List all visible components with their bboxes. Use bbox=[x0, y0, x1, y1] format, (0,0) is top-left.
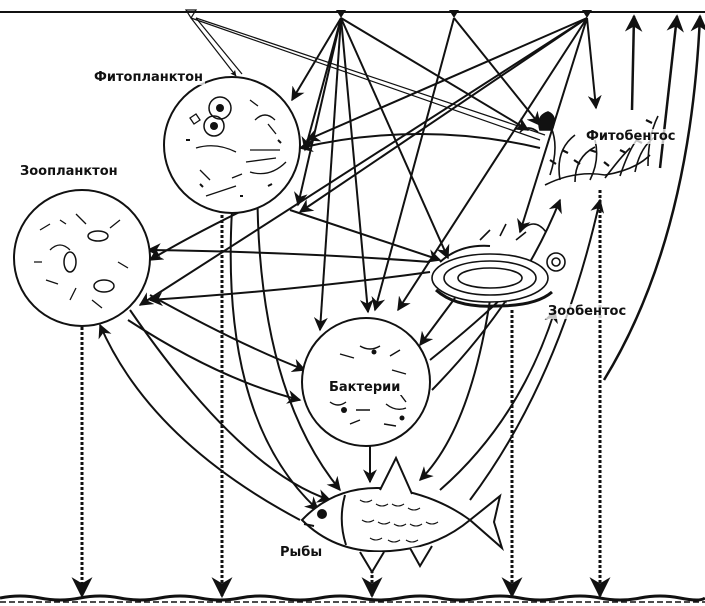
bacteria-label: Бактерии bbox=[327, 380, 402, 395]
upward-arrow bbox=[632, 16, 634, 110]
surface-source-marker bbox=[582, 10, 592, 18]
fish-label: Рыбы bbox=[278, 545, 324, 560]
phytobenthos-node bbox=[520, 112, 658, 185]
upward-arrow bbox=[604, 16, 700, 380]
phytoplankton-node bbox=[164, 77, 300, 213]
fish-node bbox=[302, 458, 502, 572]
zoobenthos-node bbox=[432, 224, 565, 306]
zoobenthos-label: Зообентос bbox=[546, 304, 628, 319]
upward-arrow bbox=[660, 16, 677, 168]
surface-source-marker bbox=[336, 10, 346, 18]
zooplankton-node bbox=[14, 190, 150, 326]
phytobenthos-label: Фитобентос bbox=[584, 129, 678, 144]
bottom-sediment-line bbox=[0, 596, 705, 600]
zooplankton-label: Зоопланктон bbox=[18, 164, 120, 179]
surface-source-marker bbox=[449, 10, 459, 18]
phytoplankton-label: Фитопланктон bbox=[92, 70, 205, 85]
